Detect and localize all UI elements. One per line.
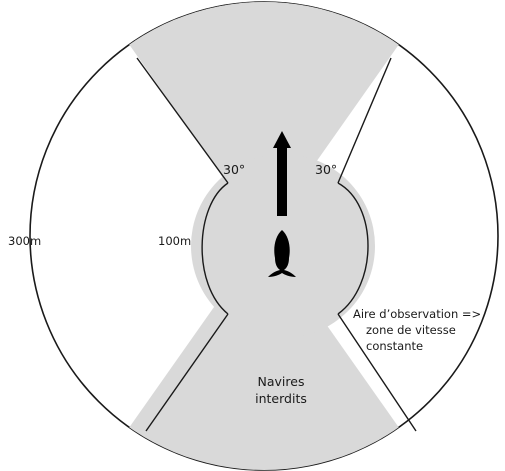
outer-radius-label: 300m (8, 234, 41, 248)
forbidden-label-2: interdits (255, 391, 307, 406)
angle-left-label: 30° (223, 162, 245, 177)
observation-area-label-2: zone de vitesse (366, 323, 456, 337)
front-wedge-top (126, 2, 402, 236)
rear-wedge (126, 236, 402, 470)
whale-icon (268, 230, 296, 277)
inner-radius-label: 100m (158, 234, 191, 248)
forbidden-label-1: Navires (258, 374, 305, 389)
observation-area-label-1: Aire d’observation => (353, 307, 481, 321)
inner-zone-left-arc (201, 182, 229, 315)
observation-area-label-3: constante (366, 339, 423, 353)
angle-right-label: 30° (315, 162, 337, 177)
inner-zone-right-arc (337, 182, 369, 315)
wedge-boundaries (136, 57, 417, 432)
arrow-up-icon (273, 131, 291, 216)
